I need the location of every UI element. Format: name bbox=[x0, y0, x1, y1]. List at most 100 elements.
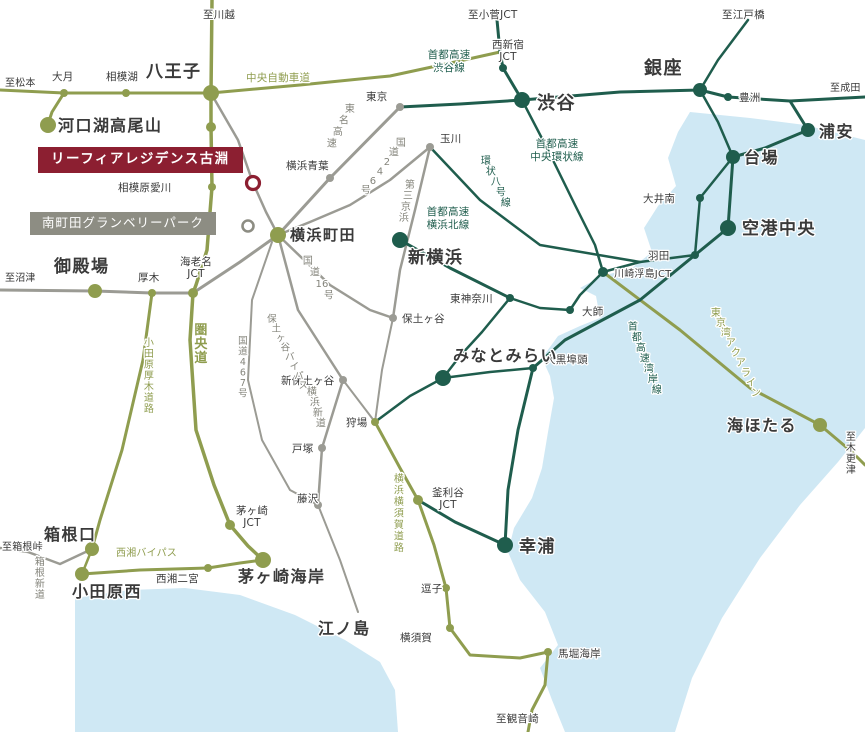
label-takaosan: 高尾山 bbox=[110, 116, 163, 135]
label-toyosu: 豊洲 bbox=[739, 91, 760, 104]
label-atsugi: 厚木 bbox=[138, 272, 160, 284]
label-to-kisarazu: 至木更津 bbox=[846, 431, 856, 476]
label-kenodo-label: 圏央道 bbox=[194, 323, 208, 366]
label-yokohama-shindo-label: 横浜新道 bbox=[307, 385, 326, 430]
dot-nishi-shinjuku-jct bbox=[499, 64, 507, 72]
dot-minatomirai bbox=[435, 370, 451, 386]
dot-kamariya-jct bbox=[413, 495, 423, 505]
label-tokyo-ic: 東京 bbox=[366, 90, 387, 103]
label-to-narita: 至成田 bbox=[830, 82, 861, 94]
dot-zushi bbox=[442, 584, 450, 592]
dot-toyosu bbox=[724, 93, 732, 101]
label-oi-minami: 大井南 bbox=[643, 192, 675, 205]
dot-seisho-ninomiya bbox=[204, 564, 212, 572]
dot-chigasaki-jct bbox=[225, 520, 235, 530]
label-totsuka: 戸塚 bbox=[292, 443, 314, 455]
label-ginza: 銀座 bbox=[644, 57, 683, 79]
dot-mabori-kaigan bbox=[544, 648, 552, 656]
label-zushi: 逗子 bbox=[421, 583, 442, 595]
label-shibuya: 渋谷 bbox=[537, 92, 576, 114]
dot-totsuka bbox=[318, 444, 326, 452]
label-enoshima: 江ノ島 bbox=[318, 619, 371, 638]
label-to-kannonzaki: 至観音崎 bbox=[496, 712, 539, 725]
label-shuto-chuo-kanjo-label: 首都高速中央環状線 bbox=[530, 137, 584, 163]
label-minatomirai: みなとみらい bbox=[453, 346, 558, 365]
road-odawara-atsugi-road bbox=[90, 291, 154, 551]
dot-yokosuka bbox=[446, 624, 454, 632]
label-kuko-chuo: 空港中央 bbox=[742, 218, 816, 239]
dot-kariba bbox=[371, 418, 379, 426]
label-mabori-kaigan: 馬堀海岸 bbox=[558, 647, 601, 660]
road-shuto-4-shinjuku bbox=[495, 18, 524, 102]
dot-fujisawa bbox=[314, 501, 322, 509]
road-shuto-chuo-kanjo bbox=[520, 98, 605, 274]
dot-umihotaru bbox=[813, 418, 827, 432]
road-shuto-minatomirai bbox=[441, 296, 512, 380]
dot-daiba bbox=[726, 150, 740, 164]
dot-oi-minami bbox=[696, 194, 704, 202]
label-hodogaya-bp-label: 保土ヶ谷バイパス bbox=[267, 313, 308, 392]
label-sagamiko: 相模湖 bbox=[106, 70, 138, 83]
label-to-hakone-toge: 至箱根峠 bbox=[2, 540, 43, 553]
label-seisho-ninomiya: 西湘二宮 bbox=[156, 572, 199, 585]
label-wangan-label: 首都高速湾岸線 bbox=[628, 320, 662, 396]
dot-sachiura bbox=[497, 537, 513, 553]
dot-yokohama-aoba bbox=[326, 174, 334, 182]
road-seisho-bypass bbox=[80, 558, 265, 576]
granberry-marker bbox=[241, 219, 255, 233]
road-kanjo-8 bbox=[428, 145, 642, 264]
road-shindo-kariba-link bbox=[342, 379, 376, 423]
road-tomei-expressway bbox=[0, 105, 402, 295]
label-to-kosuge-jct: 至小菅JCT bbox=[468, 9, 518, 21]
label-haneda: 羽田 bbox=[648, 250, 669, 262]
label-shin-yokohama: 新横浜 bbox=[408, 247, 464, 268]
road-yokohama-yokosuka-road bbox=[373, 420, 550, 732]
dot-yokohama-machida bbox=[270, 227, 286, 243]
road-route-467 bbox=[247, 241, 359, 613]
label-daisan-keihin-label: 第三京浜 bbox=[399, 178, 415, 224]
road-tokyo-bay-aqualine bbox=[601, 270, 865, 467]
label-to-matsumoto: 至松本 bbox=[5, 76, 36, 89]
label-kanpachi-label: 環状八号線 bbox=[481, 155, 511, 209]
dot-takaosan bbox=[206, 122, 216, 132]
dot-hachioji bbox=[203, 85, 219, 101]
label-otsuki: 大月 bbox=[52, 70, 73, 83]
dot-higashi-kanagawa bbox=[506, 294, 514, 302]
road-bay-bridge bbox=[441, 366, 535, 380]
road-shuto-yokohama-kita bbox=[398, 238, 512, 300]
dot-chigasaki-kaigan bbox=[255, 552, 271, 568]
dot-atsugi bbox=[148, 289, 156, 297]
label-sagamihara-aikawa: 相模原愛川 bbox=[118, 181, 172, 194]
dot-kawasaki-ukishima-jct bbox=[598, 267, 608, 277]
label-aqualine-label: 東京湾アクアライン bbox=[711, 306, 761, 399]
dot-sagamiko bbox=[122, 89, 130, 97]
tokyo-bay-water bbox=[508, 112, 865, 732]
label-kawasaki-ukishima-jct: 川崎浮島JCT bbox=[614, 267, 672, 280]
dot-kawaguchiko bbox=[40, 117, 56, 133]
label-odawara-atsugi-label: 小田原厚木道路 bbox=[144, 337, 154, 415]
dot-sagamihara-aikawa bbox=[208, 183, 216, 191]
label-daiba: 台場 bbox=[744, 148, 779, 167]
label-to-numazu: 至沼津 bbox=[5, 271, 36, 284]
label-hachioji: 八王子 bbox=[146, 62, 202, 82]
label-yokosuka: 横須賀 bbox=[400, 631, 432, 644]
road-route-246 bbox=[276, 145, 432, 237]
dot-daishi bbox=[566, 306, 574, 314]
label-sachiura: 幸浦 bbox=[519, 536, 556, 557]
dot-hakoneguchi bbox=[85, 542, 99, 556]
label-yokoyoko-label: 横浜横須賀道路 bbox=[394, 472, 404, 554]
road-shuto-3-shibuya bbox=[398, 98, 524, 109]
label-hakone-shindo-label: 箱根新道 bbox=[35, 555, 45, 601]
label-daikoku-futo: 大黒埠頭 bbox=[545, 353, 588, 366]
label-shin-hodogaya: 新保土ヶ谷 bbox=[281, 374, 335, 387]
road-hakone-shindo bbox=[0, 546, 94, 566]
label-gotemba: 御殿場 bbox=[53, 256, 110, 277]
